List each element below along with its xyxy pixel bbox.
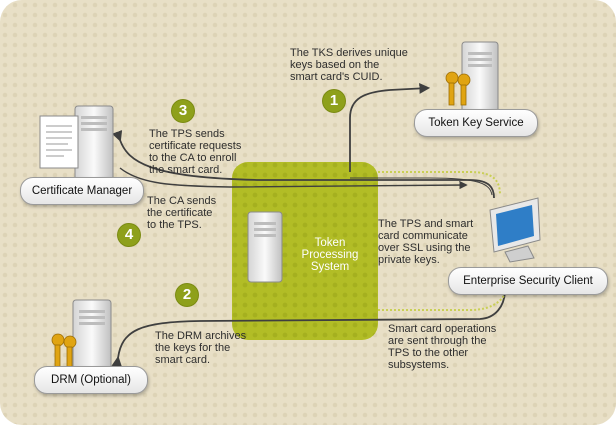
connector-tks bbox=[349, 83, 431, 172]
tks-server-icon bbox=[461, 41, 499, 119]
connector-ca-return bbox=[119, 167, 468, 190]
esc-label: Enterprise Security Client bbox=[448, 267, 608, 295]
step-3-badge: 3 bbox=[172, 100, 194, 122]
tks-keys-icon bbox=[445, 71, 471, 106]
certificate-manager-label: Certificate Manager bbox=[20, 177, 144, 205]
tps-server-icon bbox=[247, 211, 283, 283]
tps-box-dots bbox=[232, 162, 378, 340]
cert-server-icon bbox=[74, 105, 114, 185]
ca-sends-note: The CA sends the certificate to the TPS. bbox=[147, 195, 217, 231]
tks-label: Token Key Service bbox=[414, 109, 538, 137]
computer-monitor-icon bbox=[489, 197, 541, 263]
drm-label: DRM (Optional) bbox=[34, 366, 148, 394]
step-4-badge: 4 bbox=[118, 224, 140, 246]
drm-keys-icon bbox=[51, 333, 77, 368]
step-2-badge: 2 bbox=[176, 284, 198, 306]
tps-label: Token Processing System bbox=[301, 237, 359, 273]
connector-ssl-top bbox=[378, 171, 501, 196]
tps-cert-request-note: The TPS sends certificate requests to th… bbox=[149, 128, 242, 176]
step-1-badge: 1 bbox=[323, 90, 345, 112]
connector-esc-link bbox=[350, 177, 493, 196]
operations-note: Smart card operations are sent through t… bbox=[388, 323, 497, 371]
ssl-note: The TPS and smart card communicate over … bbox=[378, 218, 474, 266]
connector-cert-request bbox=[111, 130, 495, 199]
drm-note: The DRM archives the keys for the smart … bbox=[155, 330, 247, 366]
tks-note: The TKS derives unique keys based on the… bbox=[290, 47, 408, 83]
connector-drm bbox=[111, 291, 506, 368]
certificate-icon bbox=[39, 115, 79, 169]
